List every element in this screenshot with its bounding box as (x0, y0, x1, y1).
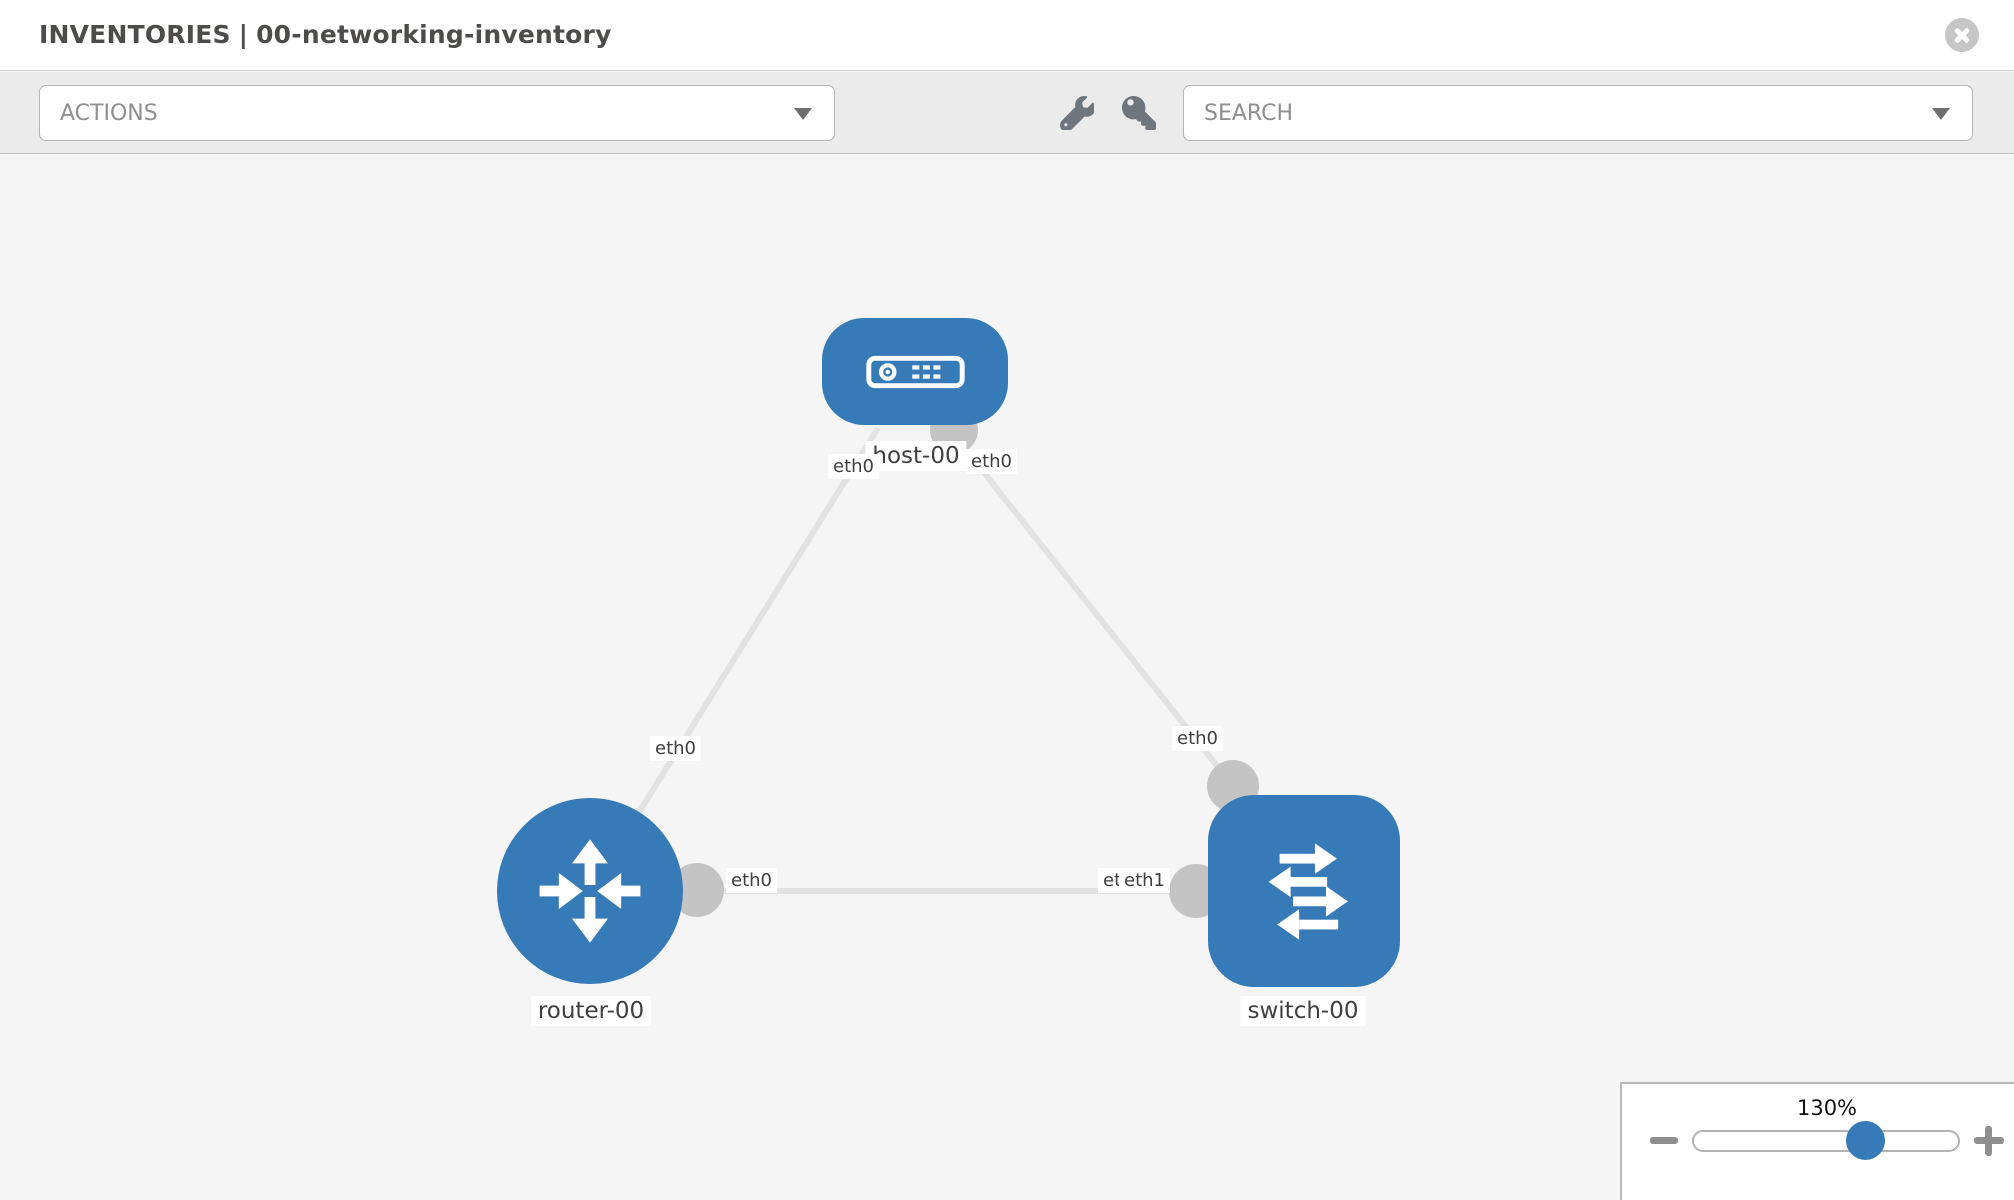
toolbar: ACTIONS SEARCH (0, 72, 2014, 154)
interface-connector-router[interactable] (670, 863, 724, 917)
switch-icon (1268, 843, 1348, 940)
breadcrumb-header: INVENTORIES|00-networking-inventory (0, 0, 2014, 71)
if-label-host-eth0-right: eth0 (966, 449, 1017, 474)
inventory-name: 00-networking-inventory (256, 20, 612, 49)
actions-dropdown-label: ACTIONS (60, 100, 158, 126)
node-label-router: router-00 (530, 996, 652, 1026)
if-label-switch-eth0-top: eth0 (1172, 726, 1223, 751)
key-icon[interactable] (1122, 96, 1156, 130)
if-label-router-eth0-up: eth0 (650, 736, 701, 761)
close-icon[interactable] (1945, 18, 1979, 52)
chevron-down-icon (794, 108, 812, 120)
wrench-icon[interactable] (1060, 95, 1096, 132)
node-label-switch: switch-00 (1240, 996, 1366, 1026)
host-icon (865, 355, 965, 388)
router-icon (539, 839, 641, 943)
node-label-host: host-00 (865, 441, 967, 471)
zoom-slider-track[interactable] (1692, 1130, 1960, 1152)
if-label-switch-eth1: eth1 (1119, 868, 1170, 893)
zoom-control-panel: 130% (1620, 1082, 2014, 1200)
zoom-level-value: 130% (1796, 1096, 1858, 1120)
topology-links-layer (587, 406, 1259, 918)
if-label-host-eth0-left: eth0 (828, 454, 879, 479)
zoom-in-plus-icon[interactable] (1974, 1126, 2004, 1156)
zoom-out-minus-icon[interactable] (1650, 1137, 1678, 1144)
node-host-00[interactable] (822, 318, 1008, 425)
actions-dropdown[interactable]: ACTIONS (39, 85, 835, 141)
zoom-slider-handle[interactable] (1846, 1121, 1885, 1160)
page-title-section: INVENTORIES (39, 20, 231, 49)
page-title: INVENTORIES|00-networking-inventory (39, 20, 612, 49)
chevron-down-icon (1932, 108, 1950, 120)
topology-canvas[interactable]: host-00 router-00 switch-00 eth0 eth0 et… (0, 154, 2014, 1200)
title-separator: | (238, 20, 249, 49)
node-router-00[interactable] (497, 798, 683, 984)
if-label-router-eth0-side: eth0 (726, 868, 777, 893)
search-input[interactable]: SEARCH (1183, 85, 1973, 141)
node-switch-00[interactable] (1208, 795, 1400, 987)
search-placeholder: SEARCH (1204, 100, 1294, 126)
